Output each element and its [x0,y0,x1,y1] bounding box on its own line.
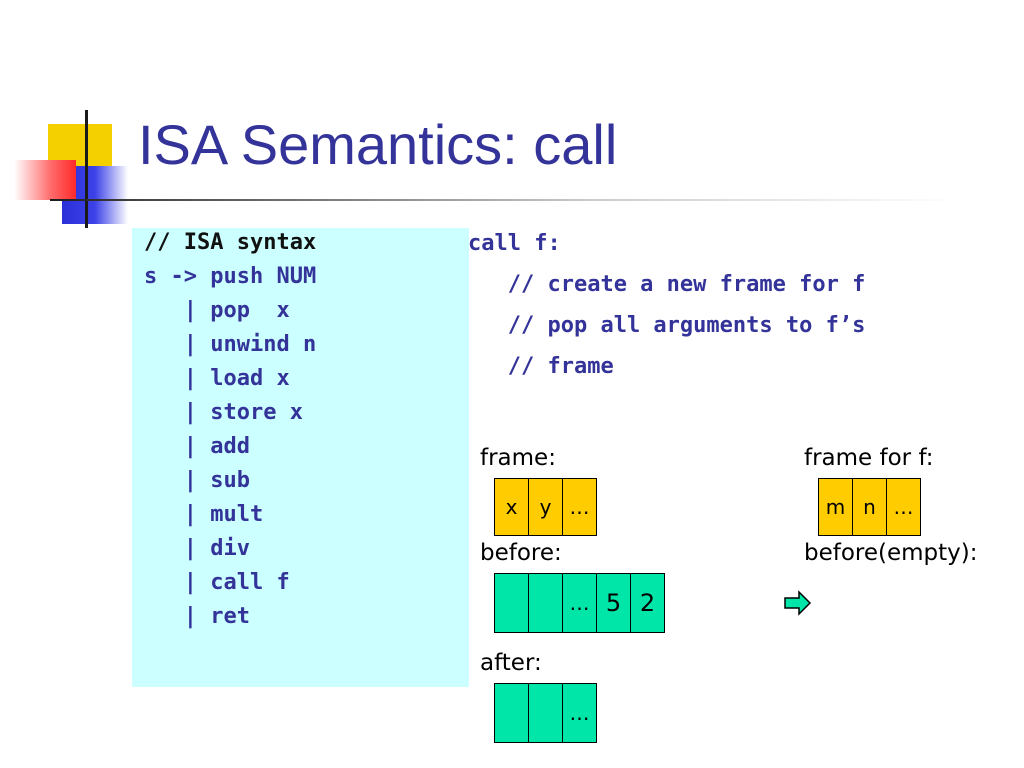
syntax-box [132,228,469,687]
description-line: // pop all arguments to f’s [468,313,866,338]
syntax-line: | store x [144,400,303,425]
frame-cells: x y … [494,478,597,536]
frame-f-cell: n [852,478,887,536]
title-underline [50,199,960,201]
syntax-line: | call f [144,570,290,595]
stack-cell: … [562,683,597,743]
right-arrow-icon [784,590,812,616]
before-stack-cells: … 5 2 [494,573,665,633]
after-stack-cells: … [494,683,597,743]
syntax-line: s -> push NUM [144,264,317,289]
after-label: after: [480,650,542,676]
frame-f-cell: … [886,478,921,536]
before-empty-label: before(empty): [804,540,978,566]
syntax-line: | div [144,536,250,561]
frame-for-f-label: frame for f: [804,445,934,471]
description-line: call f: [468,231,561,256]
frame-f-cell: m [818,478,853,536]
syntax-line: | unwind n [144,332,317,357]
stack-cell [494,683,529,743]
frame-cell: y [528,478,563,536]
syntax-line: | mult [144,502,264,527]
stack-cell [528,683,563,743]
description-line: // frame [468,354,614,379]
stack-cell: 2 [630,573,665,633]
stack-cell: 5 [596,573,631,633]
stack-cell [494,573,529,633]
slide-title: ISA Semantics: call [138,113,618,176]
description-line: // create a new frame for f [468,272,866,297]
frame-cell: … [562,478,597,536]
before-label: before: [480,540,562,566]
syntax-line: | load x [144,366,290,391]
syntax-line: | sub [144,468,250,493]
frame-for-f-cells: m n … [818,478,921,536]
stack-cell [528,573,563,633]
logo-red-bar [14,160,76,200]
syntax-line: | ret [144,604,250,629]
frame-label: frame: [480,445,556,471]
syntax-line: // ISA syntax [144,230,317,255]
frame-cell: x [494,478,529,536]
logo-vertical-line [85,110,88,228]
syntax-line: | pop x [144,298,290,323]
stack-cell: … [562,573,597,633]
syntax-line: | add [144,434,250,459]
